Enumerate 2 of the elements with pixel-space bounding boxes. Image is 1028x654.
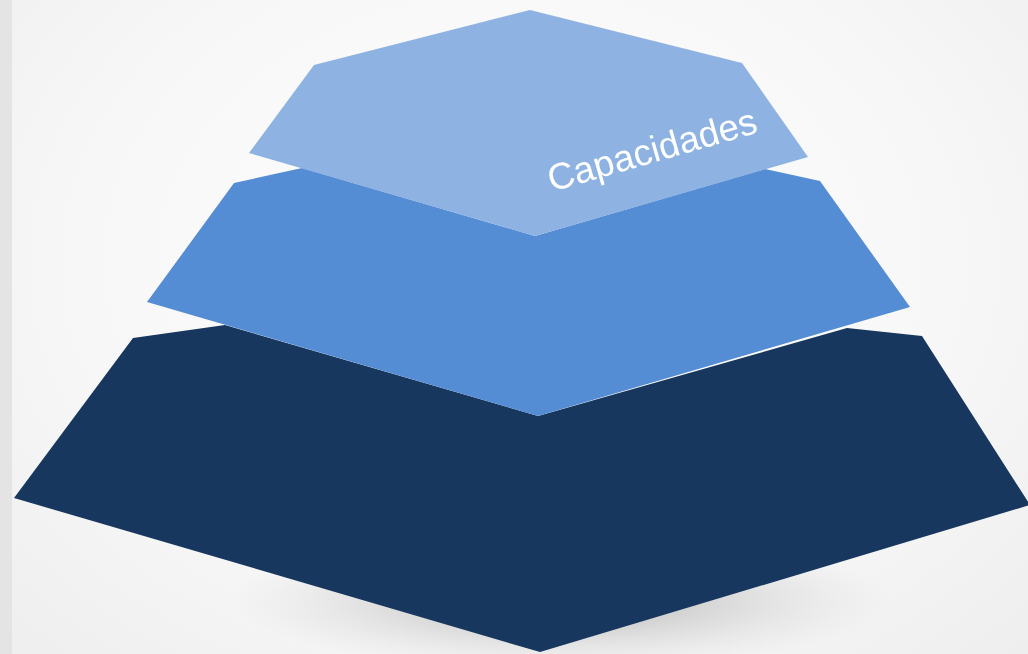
pyramid-layer	[249, 10, 808, 236]
pyramid-layer	[14, 325, 1028, 652]
